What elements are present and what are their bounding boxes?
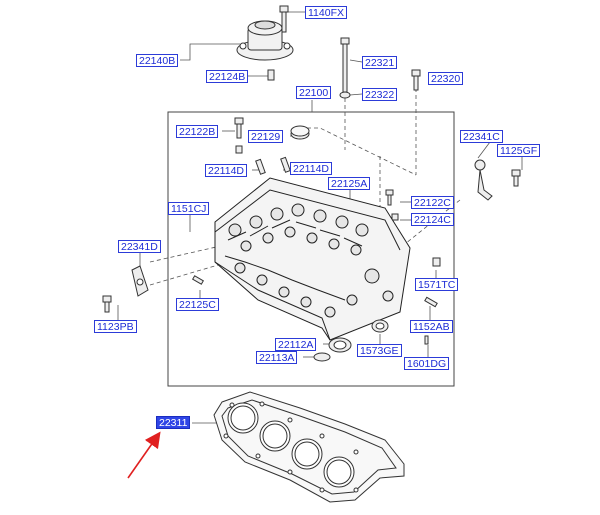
- label-22125C[interactable]: 22125C: [176, 298, 219, 311]
- valve-guides: [255, 156, 291, 175]
- pointer-arrow: [127, 431, 161, 479]
- oring-1573GE: [371, 319, 389, 333]
- cylinder-head: [214, 177, 411, 341]
- label-22114D-left[interactable]: 22114D: [205, 164, 248, 177]
- bracket-22341C: [474, 159, 521, 201]
- label-22341C[interactable]: 22341C: [460, 130, 503, 143]
- label-22113A[interactable]: 22113A: [256, 351, 298, 364]
- label-1152AB[interactable]: 1152AB: [410, 320, 453, 333]
- small-bolt-22122B: [234, 117, 244, 154]
- bracket-22341D: [102, 265, 149, 313]
- label-1123PB[interactable]: 1123PB: [94, 320, 137, 333]
- label-22321[interactable]: 22321: [362, 56, 398, 69]
- label-22322[interactable]: 22322: [362, 88, 398, 101]
- seal-22129: [290, 125, 310, 140]
- label-1151CJ[interactable]: 1151CJ: [168, 202, 210, 215]
- washer-22322: [339, 91, 351, 99]
- label-22129[interactable]: 22129: [248, 130, 284, 143]
- head-gasket: [213, 391, 405, 503]
- pin-22124B: [267, 69, 275, 81]
- assembly-frame: [167, 111, 455, 387]
- label-22124C[interactable]: 22124C: [411, 213, 454, 226]
- label-22122C[interactable]: 22122C: [411, 196, 454, 209]
- label-22125A[interactable]: 22125A: [328, 177, 371, 190]
- mount-bracket: [236, 20, 294, 61]
- label-22341D[interactable]: 22341D: [118, 240, 161, 253]
- label-22311-highlighted[interactable]: 22311: [156, 416, 191, 429]
- label-1601DG[interactable]: 1601DG: [404, 357, 450, 370]
- label-1125GF[interactable]: 1125GF: [497, 144, 541, 157]
- label-22122B[interactable]: 22122B: [176, 125, 219, 138]
- head-bolts: [340, 37, 421, 93]
- label-1140FX[interactable]: 1140FX: [305, 6, 347, 19]
- label-22100[interactable]: 22100: [296, 86, 332, 99]
- label-22320[interactable]: 22320: [428, 72, 464, 85]
- label-1571TC[interactable]: 1571TC: [415, 278, 459, 291]
- label-22114D-right[interactable]: 22114D: [290, 162, 333, 175]
- label-22124B[interactable]: 22124B: [206, 70, 249, 83]
- bolt-1140FX: [279, 5, 289, 33]
- label-22140B[interactable]: 22140B: [136, 54, 179, 67]
- seals-22112A-22113A: [313, 337, 352, 362]
- label-22112A[interactable]: 22112A: [275, 338, 317, 351]
- label-1573GE[interactable]: 1573GE: [357, 344, 402, 357]
